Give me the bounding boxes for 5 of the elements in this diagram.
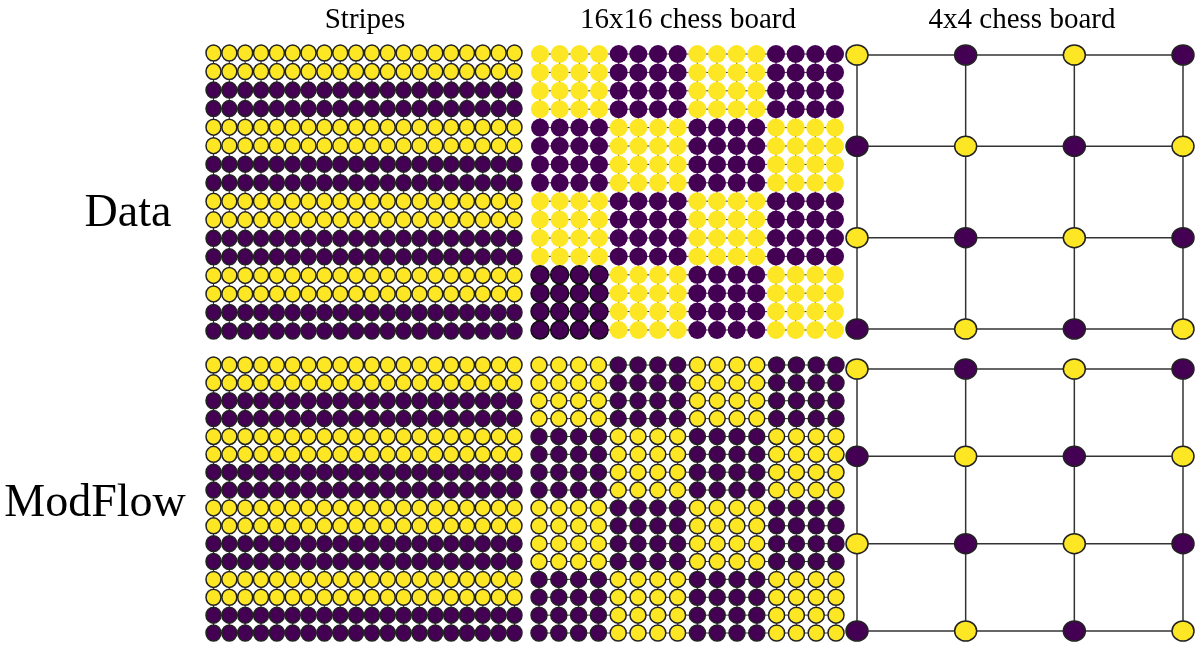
row-heading: Data	[84, 183, 172, 237]
row-heading: ModFlow	[4, 473, 186, 527]
column-heading: 4x4 chess board	[928, 2, 1116, 35]
column-heading: Stripes	[324, 2, 406, 35]
column-heading: 16x16 chess board	[580, 2, 796, 35]
